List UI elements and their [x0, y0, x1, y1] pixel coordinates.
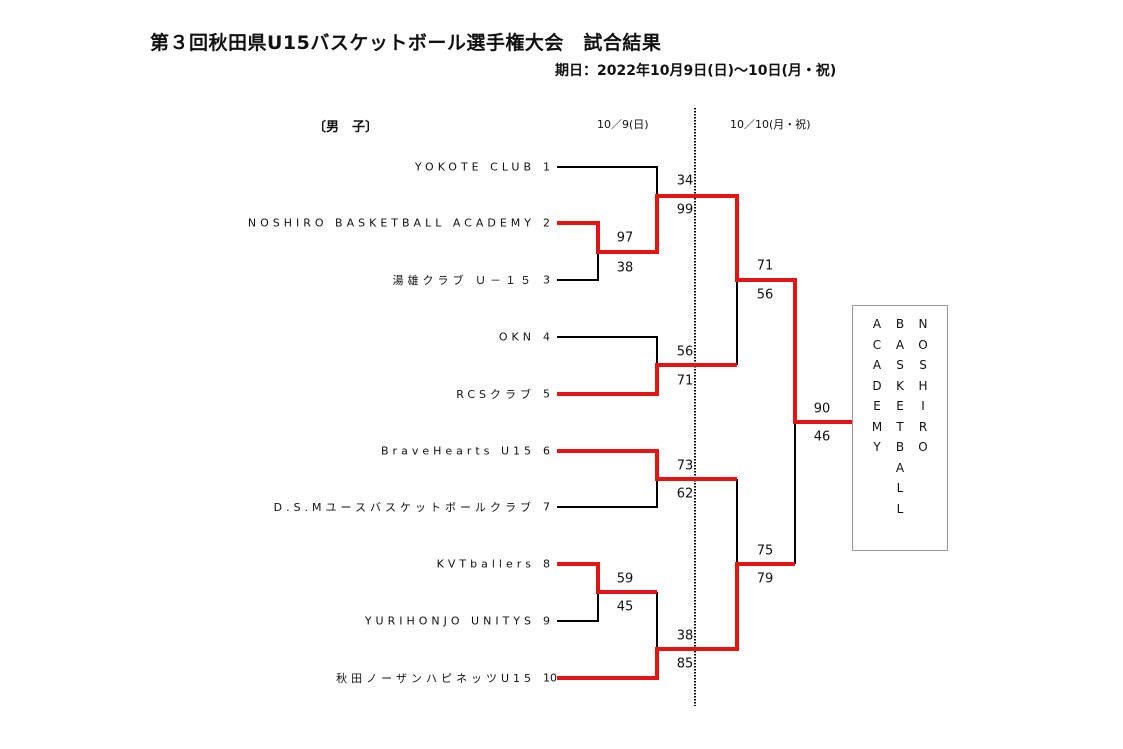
champion-letter: Y	[873, 440, 881, 454]
score: 38	[616, 260, 634, 276]
champion-letter: K	[896, 378, 904, 393]
team-name: D.S.Mユースバスケットボールクラブ	[273, 501, 535, 514]
champion-letter: L	[896, 501, 904, 516]
score: 71	[676, 373, 694, 389]
team-seed: 4	[543, 330, 550, 344]
team-name: YOKOTE CLUB	[414, 160, 535, 174]
score: 71	[756, 258, 774, 274]
loser-line	[557, 336, 658, 365]
team-seed: 6	[543, 444, 550, 458]
score: 34	[676, 173, 694, 189]
champion-letter: M	[871, 419, 883, 434]
score: 99	[676, 202, 694, 218]
score: 56	[756, 287, 774, 303]
day-1-label: 10／9(日)	[597, 118, 649, 131]
loser-line	[557, 252, 599, 281]
champion-letter: D	[872, 378, 882, 393]
score: 79	[756, 571, 774, 587]
score: 38	[676, 628, 694, 644]
champion-letter: S	[919, 358, 927, 372]
team-name: 湯雄クラブ Ｕ－１５	[392, 274, 535, 287]
champion-letter: O	[918, 440, 928, 454]
team-seed: 7	[543, 500, 550, 514]
champion-letter: A	[895, 337, 905, 352]
score: 85	[676, 656, 694, 672]
winner-path	[557, 194, 852, 424]
team-name: KVTballers	[436, 557, 535, 571]
loser-line	[557, 592, 599, 622]
score: 45	[616, 599, 634, 615]
team-name: NOSHIRO BASKETBALL ACADEMY	[247, 216, 535, 230]
score: 59	[616, 571, 634, 587]
champion-letter: A	[872, 358, 882, 372]
champion-letter: N	[918, 317, 928, 331]
team-name: OKN	[498, 330, 535, 344]
champion-letter: B	[895, 317, 905, 331]
champion-letter: A	[895, 460, 905, 475]
champion-letter: S	[896, 358, 904, 372]
score: 46	[813, 429, 831, 445]
day-2-label: 10／10(月・祝)	[730, 118, 811, 131]
champion-letter: C	[872, 337, 882, 352]
team-seed: 10	[543, 671, 557, 685]
event-dates: 期日：2022年10月9日(日)～10日(月・祝)	[555, 63, 837, 79]
team-name: RCSクラブ	[456, 388, 535, 401]
division-label: 〔男 子〕	[313, 120, 379, 135]
team-seed: 5	[543, 387, 550, 401]
champion-letter: L	[896, 481, 904, 495]
page-title: 第３回秋田県U15バスケットボール選手権大会 試合結果	[150, 32, 662, 54]
champion-letter: H	[918, 378, 928, 393]
score: 97	[616, 230, 634, 246]
score: 62	[676, 486, 694, 502]
score: 56	[676, 344, 694, 360]
score: 73	[676, 458, 694, 474]
score: 75	[756, 543, 774, 559]
team-seed: 1	[543, 160, 550, 174]
team-name: YURIHONJO UNITYS	[364, 614, 535, 628]
team-seed: 3	[543, 273, 550, 287]
team-seed: 2	[543, 216, 550, 230]
team-name: 秋田ノーザンハピネッツU15	[336, 672, 535, 685]
champion-letter: T	[896, 419, 904, 434]
winner-path	[557, 449, 737, 481]
winner-path	[557, 562, 657, 594]
champion-letter: B	[895, 440, 905, 454]
team-seed: 8	[543, 557, 550, 571]
score: 90	[813, 401, 831, 417]
champion-letter: E	[873, 399, 881, 413]
team-name: BraveHearts U15	[381, 444, 535, 458]
team-seed: 9	[543, 614, 550, 628]
loser-line	[557, 479, 658, 508]
champion-letter: E	[896, 399, 904, 413]
champion-letter: A	[872, 317, 882, 331]
winner-path	[557, 363, 737, 396]
loser-line	[557, 166, 658, 196]
winner-path	[557, 562, 795, 680]
champion-letter: R	[918, 419, 928, 434]
champion-letter: O	[918, 337, 928, 352]
champion-letter: I	[921, 399, 925, 413]
